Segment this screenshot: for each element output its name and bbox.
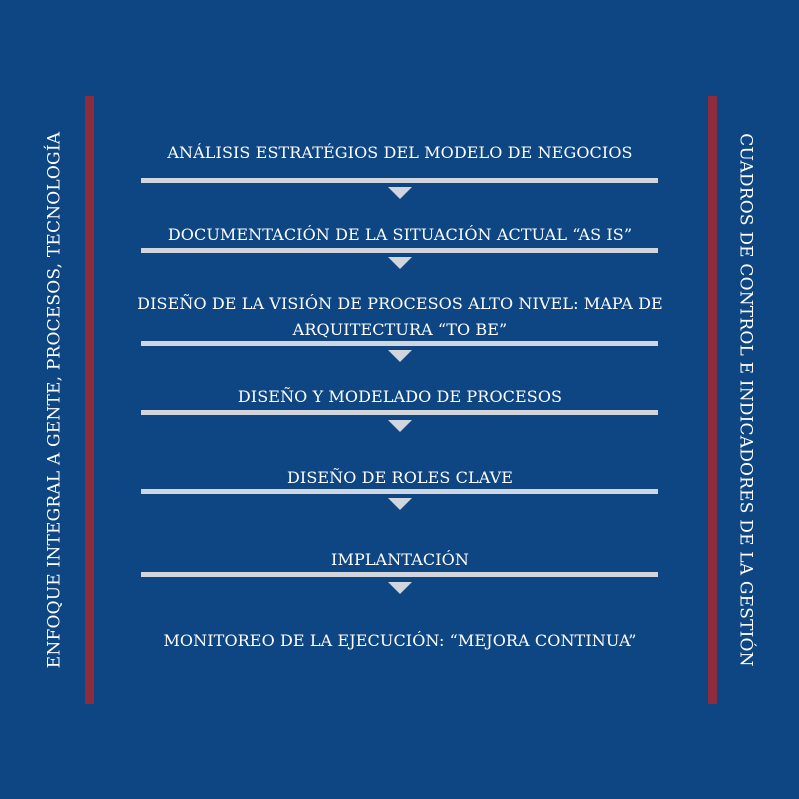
down-arrow-icon: [388, 187, 412, 199]
down-arrow-icon: [388, 350, 412, 362]
step-1-divider: [141, 178, 658, 183]
step-2-divider: [141, 248, 658, 253]
step-5-divider: [141, 489, 658, 494]
step-7-label: MONITOREO DE LA EJECUCIÓN: “MEJORA CONTI…: [163, 631, 637, 650]
down-arrow-icon: [388, 498, 412, 510]
step-1-label: ANÁLISIS ESTRATÉGIOS DEL MODELO DE NEGOC…: [167, 143, 633, 162]
right-accent-bar: [708, 96, 717, 704]
step-2-label: DOCUMENTACIÓN DE LA SITUACIÓN ACTUAL “AS…: [167, 225, 633, 244]
left-accent-bar: [85, 96, 94, 704]
down-arrow-icon: [388, 257, 412, 269]
step-4-label: DISEÑO Y MODELADO DE PROCESOS: [237, 387, 563, 406]
step-3-label: DISEÑO DE LA VISIÓN DE PROCESOS ALTO NIV…: [137, 294, 663, 339]
left-side-label: ENFOQUE INTEGRAL A GENTE, PROCESOS, TECN…: [44, 131, 65, 669]
step-6-divider: [141, 572, 658, 577]
step-4-divider: [141, 410, 658, 415]
right-side-label: CUADROS DE CONTROL E INDICADORES DE LA G…: [735, 133, 756, 667]
down-arrow-icon: [388, 582, 412, 594]
step-5-label: DISEÑO DE ROLES CLAVE: [286, 468, 514, 487]
step-6-label: IMPLANTACIÓN: [331, 550, 469, 569]
step-3-divider: [141, 341, 658, 346]
down-arrow-icon: [388, 420, 412, 432]
